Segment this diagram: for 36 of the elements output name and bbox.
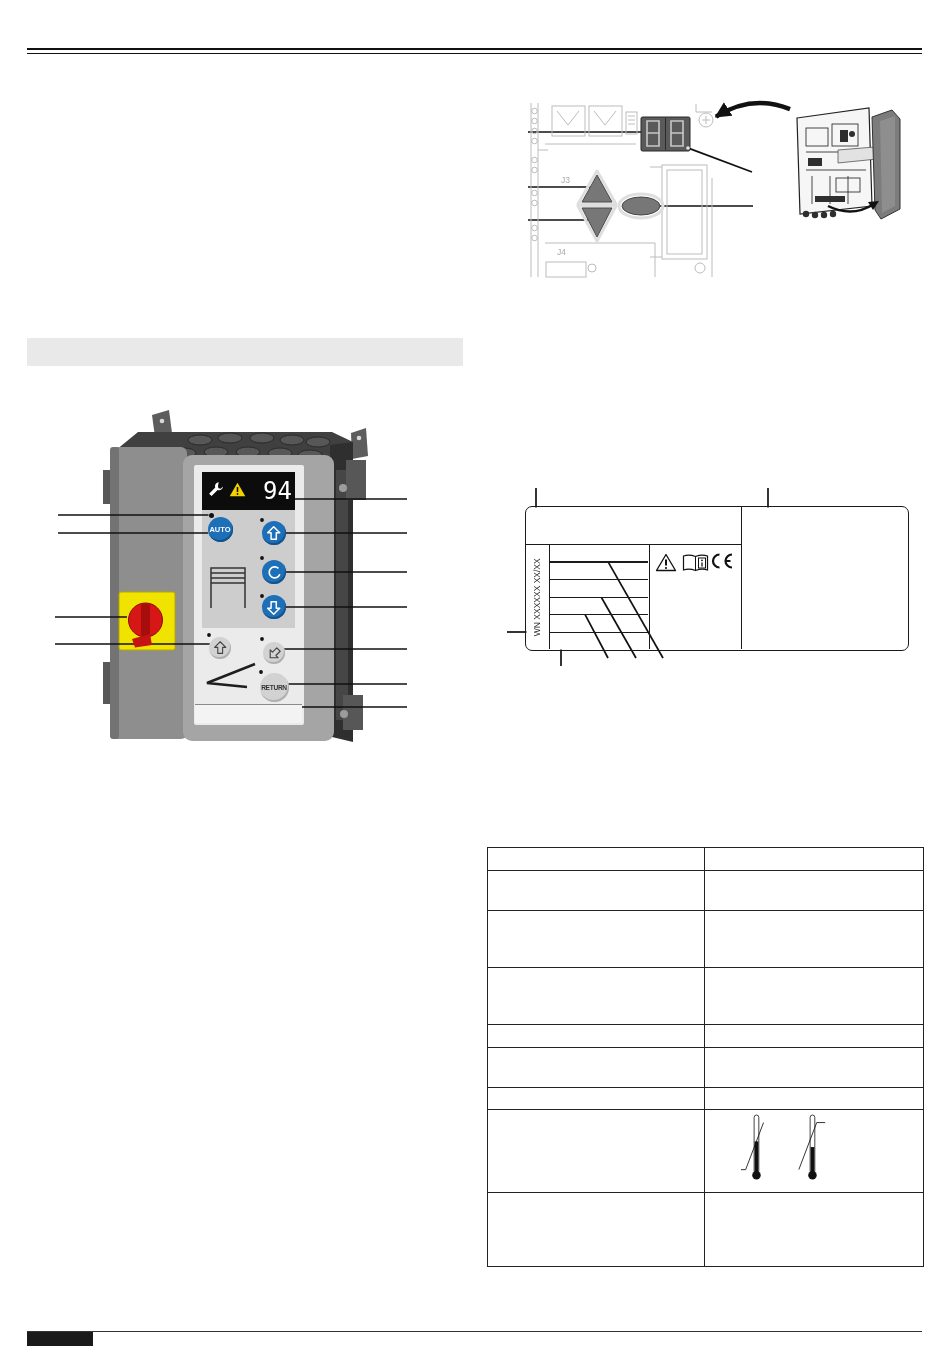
down-triangle-key bbox=[581, 207, 613, 238]
serial-number: WN XXXXXX XX/XX bbox=[526, 544, 549, 649]
display-panel bbox=[202, 472, 295, 510]
leader-line bbox=[57, 514, 210, 516]
oval-key bbox=[621, 196, 661, 216]
rotary-switch bbox=[127, 602, 164, 648]
display-readout: 94 bbox=[262, 476, 292, 506]
leader-line bbox=[287, 683, 408, 685]
board-marking: J3 bbox=[561, 176, 571, 185]
leader-line bbox=[584, 613, 609, 659]
leader-line bbox=[600, 596, 637, 659]
data-field bbox=[548, 544, 650, 649]
decimal-point bbox=[686, 146, 690, 150]
leader-line bbox=[767, 487, 769, 509]
leader-line bbox=[285, 606, 408, 608]
nameplate bbox=[525, 506, 909, 651]
leader-line bbox=[527, 131, 642, 133]
leader-line bbox=[285, 571, 408, 573]
circuit-board-picture bbox=[528, 103, 716, 277]
leader-line bbox=[506, 631, 528, 633]
segment-display bbox=[640, 116, 691, 152]
leader-line bbox=[54, 616, 128, 618]
leader-line bbox=[560, 648, 562, 667]
curved-arrow bbox=[714, 100, 791, 119]
leader-line bbox=[294, 498, 408, 500]
board-marking: J4 bbox=[557, 248, 567, 257]
label-strip bbox=[195, 704, 302, 723]
leader-line bbox=[535, 487, 537, 509]
up-triangle-key bbox=[581, 174, 613, 203]
leader-line bbox=[54, 643, 211, 645]
leader-line bbox=[283, 648, 408, 650]
leader-line bbox=[285, 532, 408, 534]
leader-line bbox=[57, 532, 209, 534]
leader-line bbox=[301, 706, 408, 708]
indicator-led bbox=[208, 512, 214, 518]
leader-line bbox=[607, 561, 664, 659]
